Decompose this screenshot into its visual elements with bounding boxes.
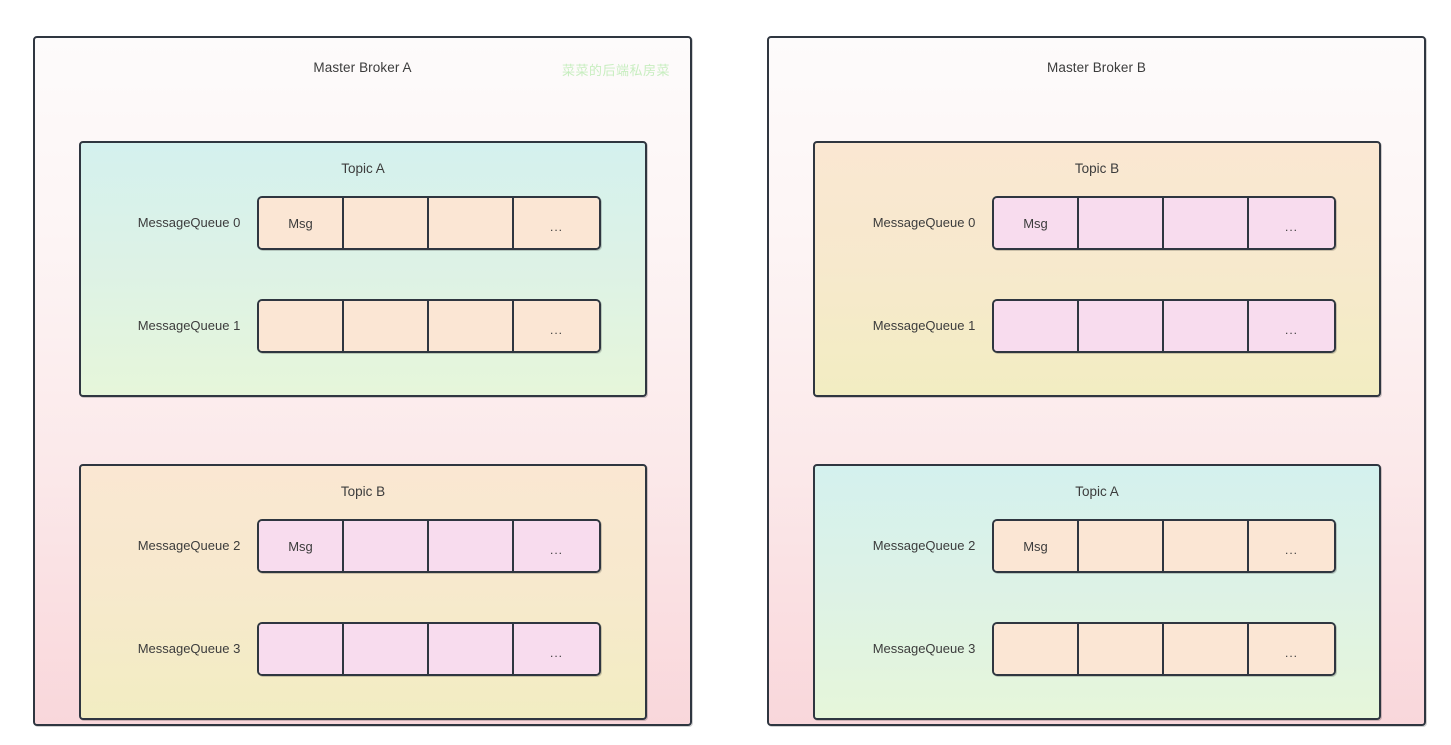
message-cell-label: ... [1284,323,1298,337]
message-cell-label: Msg [288,538,313,554]
message-cell-more[interactable]: ... [1249,521,1334,571]
message-cell-empty[interactable] [259,301,344,351]
message-cell-more[interactable]: ... [1249,301,1334,351]
message-cell-label: ... [549,646,563,660]
message-cell-empty[interactable] [259,624,344,674]
message-cell-empty[interactable] [344,301,429,351]
message-cell-label: ... [1284,220,1298,234]
message-cell-empty[interactable] [1164,301,1249,351]
broker-panel: Master Broker B Topic B MessageQueue 0 Msg.… [767,36,1426,726]
broker-title: Master Broker B [1046,60,1147,75]
message-cell-more[interactable]: ... [1249,624,1334,674]
message-cell-empty[interactable] [1079,301,1164,351]
message-cell-empty[interactable] [429,521,514,571]
message-cell-more[interactable]: ... [514,521,599,571]
message-cell-empty[interactable] [1164,624,1249,674]
message-cell-empty[interactable] [1164,521,1249,571]
message-cell-label: ... [1284,646,1298,660]
topic-box: Topic A MessageQueue 2 Msg... MessageQueue … [813,464,1381,720]
message-cell-label: ... [549,543,563,557]
message-queue-label: MessageQueue 3 [872,641,976,656]
topic-title: Topic A [341,161,385,176]
message-cell-empty[interactable] [994,301,1079,351]
message-cell-empty[interactable] [1079,198,1164,248]
topic-title: Topic B [340,484,386,499]
message-cell-more[interactable]: ... [514,198,599,248]
message-cell-label: Msg [288,215,313,231]
message-cell[interactable]: Msg [259,198,344,248]
message-cell-empty[interactable] [344,198,429,248]
message-cell-empty[interactable] [1079,624,1164,674]
message-queue-strip: Msg... [257,519,601,573]
message-cell-empty[interactable] [344,624,429,674]
message-queue-strip: Msg... [992,519,1336,573]
message-cell[interactable]: Msg [994,198,1079,248]
message-cell[interactable]: Msg [259,521,344,571]
message-queue-strip: ... [992,622,1336,676]
message-queue-strip: ... [257,299,601,353]
message-cell-empty[interactable] [429,624,514,674]
message-queue-strip: Msg... [257,196,601,250]
message-cell-empty[interactable] [429,301,514,351]
message-queue-strip: ... [992,299,1336,353]
message-cell-label: ... [549,220,563,234]
message-queue-label: MessageQueue 0 [872,215,976,230]
message-queue-label: MessageQueue 1 [137,318,241,333]
watermark-label: 菜菜的后端私房菜 [561,63,670,78]
topic-box: Topic B MessageQueue 0 Msg... MessageQueue … [813,141,1381,397]
message-cell-more[interactable]: ... [1249,198,1334,248]
message-cell-label: Msg [1023,538,1048,554]
message-queue-label: MessageQueue 0 [137,215,241,230]
message-cell-label: ... [1284,543,1298,557]
message-queue-label: MessageQueue 3 [137,641,241,656]
message-cell-empty[interactable] [1164,198,1249,248]
message-cell-more[interactable]: ... [514,301,599,351]
message-queue-label: MessageQueue 2 [137,538,241,553]
message-cell-label: Msg [1023,215,1048,231]
message-cell-empty[interactable] [429,198,514,248]
topic-title: Topic B [1074,161,1120,176]
message-queue-strip: Msg... [992,196,1336,250]
topic-box: Topic B MessageQueue 2 Msg... MessageQueue … [79,464,647,720]
topic-box: Topic A MessageQueue 0 Msg... MessageQueue … [79,141,647,397]
message-cell-empty[interactable] [344,521,429,571]
message-cell-more[interactable]: ... [514,624,599,674]
message-queue-strip: ... [257,622,601,676]
broker-panel: Master Broker A 菜菜的后端私房菜 Topic A MessageQue… [33,36,692,726]
message-queue-label: MessageQueue 2 [872,538,976,553]
message-queue-label: MessageQueue 1 [872,318,976,333]
message-cell[interactable]: Msg [994,521,1079,571]
message-cell-label: ... [549,323,563,337]
broker-title: Master Broker A [313,60,412,75]
topic-title: Topic A [1075,484,1119,499]
message-cell-empty[interactable] [994,624,1079,674]
message-cell-empty[interactable] [1079,521,1164,571]
